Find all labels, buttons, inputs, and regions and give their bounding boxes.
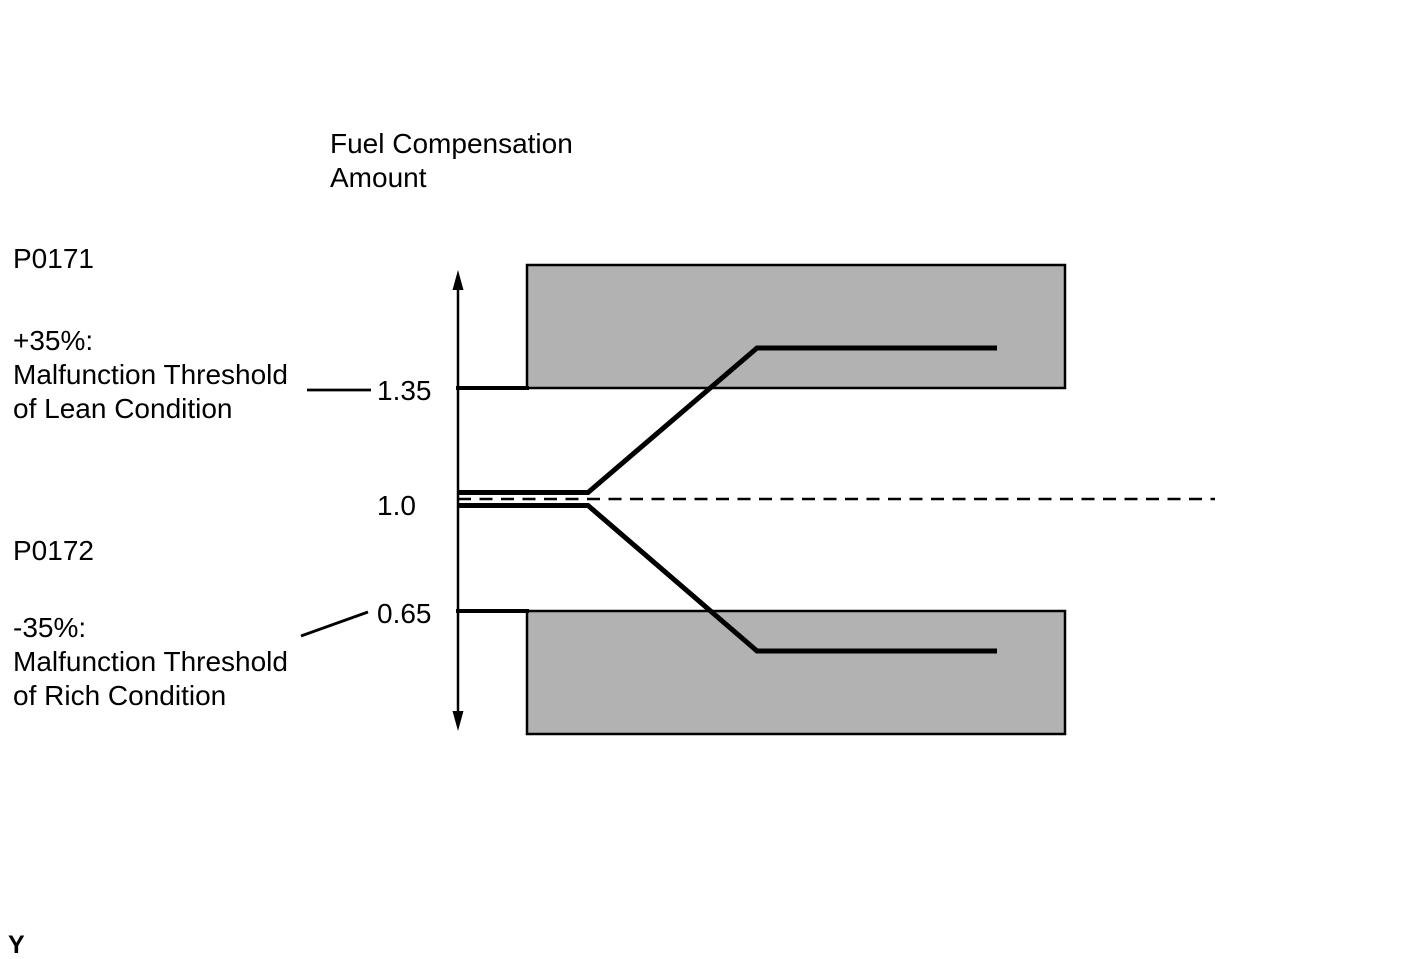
- rich-malfunction-region: [525, 609, 1067, 736]
- axis-value-nominal: 1.0: [377, 490, 416, 521]
- rich-threshold-label-line2: Malfunction Threshold: [13, 646, 288, 677]
- lean-threshold-label-line1: +35%:: [13, 325, 94, 356]
- axis-value-lean-threshold: 1.35: [377, 375, 432, 406]
- rich-threshold-label-line1: -35%:: [13, 612, 87, 643]
- chart-title-line2: Amount: [330, 162, 427, 193]
- dtc-code-p0172: P0172: [13, 535, 94, 566]
- lean-malfunction-region: [525, 263, 1067, 390]
- chart-title: Fuel Compensation Amount: [330, 127, 573, 195]
- footer-mark: Y: [8, 931, 25, 959]
- chart-title-line1: Fuel Compensation: [330, 128, 573, 159]
- lean-threshold-label: +35%: Malfunction Threshold of Lean Cond…: [13, 324, 288, 426]
- rich-fuel-trace: [458, 503, 997, 654]
- y-axis-arrow-down-icon: [452, 711, 464, 731]
- lean-threshold-label-line2: Malfunction Threshold: [13, 359, 288, 390]
- lean-fuel-trace: [458, 345, 997, 495]
- dtc-code-p0171: P0171: [13, 243, 94, 274]
- axis-value-rich-threshold: 0.65: [377, 598, 432, 629]
- y-axis-arrow-up-icon: [452, 270, 464, 290]
- rich-threshold-label-line3: of Rich Condition: [13, 680, 227, 711]
- lean-threshold-label-line3: of Lean Condition: [13, 393, 233, 424]
- rich-label-leader-line: [300, 610, 369, 638]
- rich-threshold-label: -35%: Malfunction Threshold of Rich Cond…: [13, 611, 288, 713]
